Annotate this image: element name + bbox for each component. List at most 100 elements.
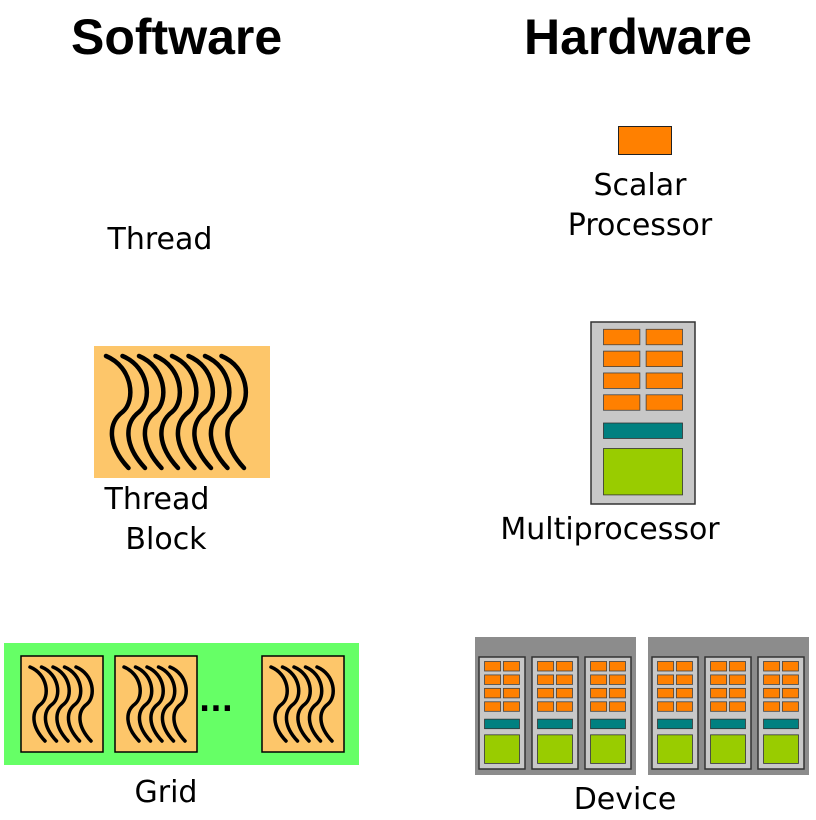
device-group-2-multiprocessor-2-scalar-processor-7 <box>710 701 728 712</box>
device-group-1-multiprocessor-2-scalar-processor-2 <box>555 661 573 672</box>
device-group-1-multiprocessor-1-scalar-processor-1 <box>484 661 502 672</box>
device-group-1-multiprocessor-2-teal-unit <box>537 718 573 730</box>
thread-block-thread-1 <box>103 353 133 471</box>
grid-block-3-thread-1 <box>269 665 289 743</box>
grid-block-3-thread-2 <box>280 665 301 743</box>
thread-block-label-line2: Block <box>125 522 207 557</box>
grid-block-1-thread-4 <box>62 665 83 743</box>
device-group-1-multiprocessor-3-scalar-processor-2 <box>608 661 626 672</box>
device-group-2-multiprocessor-2-scalar-processor-4 <box>728 674 746 685</box>
device-group-2-multiprocessor-1 <box>651 656 699 770</box>
multiprocessor-scalar-processor-6 <box>645 372 683 389</box>
scalar-processor-box <box>618 126 672 155</box>
grid-block-3-thread-4 <box>303 665 324 743</box>
grid-diagram <box>4 643 359 765</box>
grid-block-1 <box>20 655 104 753</box>
multiprocessor-shared-memory <box>603 448 683 496</box>
device-group-2-multiprocessor-3-scalar-processor-7 <box>763 701 781 712</box>
device-group-1-multiprocessor-3-scalar-processor-8 <box>608 701 626 712</box>
software-heading: Software <box>71 9 283 65</box>
device-group-1-multiprocessor-3-teal-unit <box>590 718 626 730</box>
thread-block-thread-4 <box>153 353 182 471</box>
device-group-2-multiprocessor-2-scalar-processor-2 <box>728 661 746 672</box>
device-group-2-multiprocessor-2-shared-memory <box>710 734 746 764</box>
grid-ellipsis: ... <box>198 684 234 719</box>
thread-block-thread-5 <box>169 353 199 471</box>
device-group-1-multiprocessor-1-scalar-processor-4 <box>502 674 520 685</box>
device-group-1-multiprocessor-2-scalar-processor-7 <box>537 701 555 712</box>
hardware-heading: Hardware <box>524 9 752 65</box>
device-group-1-multiprocessor-1-teal-unit <box>484 718 520 730</box>
grid-block-2 <box>114 655 198 753</box>
grid-block-3-thread-5 <box>315 665 335 743</box>
thread-block-thread-2 <box>120 353 149 471</box>
scalar-processor-label: Scalar Processor <box>555 166 725 246</box>
device-group-1-multiprocessor-1-shared-memory <box>484 734 520 764</box>
device-group-1-multiprocessor-2-scalar-processor-8 <box>555 701 573 712</box>
grid-label: Grid <box>134 775 198 810</box>
device-group-2-multiprocessor-2 <box>704 656 752 770</box>
device-label: Device <box>573 782 677 817</box>
device-group-2-multiprocessor-1-teal-unit <box>657 718 693 730</box>
device-group-1-multiprocessor-3-shared-memory <box>590 734 626 764</box>
thread-block-label: Thread Block <box>82 480 232 560</box>
grid-block-2-thread-2 <box>133 665 154 743</box>
device-group-2-multiprocessor-1-scalar-processor-8 <box>675 701 693 712</box>
device-group-1-multiprocessor-3 <box>584 656 632 770</box>
grid-block-2-thread-3 <box>145 665 165 743</box>
thread-block-thread-8 <box>219 353 248 471</box>
device-group-2-multiprocessor-1-scalar-processor-5 <box>657 687 675 699</box>
device-group-2-multiprocessor-2-scalar-processor-1 <box>710 661 728 672</box>
device-group-1-multiprocessor-2-scalar-processor-3 <box>537 674 555 685</box>
multiprocessor <box>590 321 696 505</box>
thread-block-thread-3 <box>136 353 166 471</box>
device-group-1-multiprocessor-1-scalar-processor-2 <box>502 661 520 672</box>
device-group-1-multiprocessor-2-scalar-processor-4 <box>555 674 573 685</box>
grid-block-1-thread-2 <box>39 665 60 743</box>
grid-block-3-thread-3 <box>292 665 312 743</box>
device-group-2-multiprocessor-3 <box>757 656 805 770</box>
multiprocessor-scalar-processor-4 <box>645 350 683 367</box>
thread-block-diagram <box>94 346 270 478</box>
device-group-1-multiprocessor-1-scalar-processor-5 <box>484 687 502 699</box>
grid-block-1-thread-1 <box>28 665 48 743</box>
device-group-1-multiprocessor-1-scalar-processor-6 <box>502 687 520 699</box>
device-group-2-multiprocessor-3-scalar-processor-2 <box>781 661 799 672</box>
multiprocessor-scalar-processor-8 <box>645 394 683 411</box>
device-group-2-multiprocessor-2-scalar-processor-8 <box>728 701 746 712</box>
multiprocessor-scalar-processor-3 <box>603 350 641 367</box>
device-group-2-multiprocessor-1-scalar-processor-1 <box>657 661 675 672</box>
grid-block-2-thread-1 <box>122 665 142 743</box>
device-group-2-multiprocessor-2-scalar-processor-5 <box>710 687 728 699</box>
device-group-1 <box>475 637 636 775</box>
device-group-1-multiprocessor-3-scalar-processor-6 <box>608 687 626 699</box>
scalar-processor-label-line2: Processor <box>567 208 713 243</box>
thread-block-thread-6 <box>186 353 215 471</box>
grid-block-3 <box>261 655 345 753</box>
device-group-2-multiprocessor-3-shared-memory <box>763 734 799 764</box>
device-group-1-multiprocessor-3-scalar-processor-7 <box>590 701 608 712</box>
device-group-1-multiprocessor-3-scalar-processor-4 <box>608 674 626 685</box>
device-group-1-multiprocessor-3-scalar-processor-3 <box>590 674 608 685</box>
device-group-2-multiprocessor-3-teal-unit <box>763 718 799 730</box>
multiprocessor-diagram <box>590 321 696 505</box>
thread-block-label-line1: Thread <box>104 482 210 517</box>
device-group-2 <box>648 637 809 775</box>
device-group-2-multiprocessor-3-scalar-processor-8 <box>781 701 799 712</box>
device-group-1-multiprocessor-3-scalar-processor-5 <box>590 687 608 699</box>
thread-block-thread-7 <box>202 353 232 471</box>
device-group-2-multiprocessor-1-shared-memory <box>657 734 693 764</box>
device-group-1-multiprocessor-2-scalar-processor-5 <box>537 687 555 699</box>
device-diagram <box>475 637 809 775</box>
grid-block-2-thread-5 <box>168 665 188 743</box>
grid-block-2-thread-4 <box>156 665 177 743</box>
multiprocessor-scalar-processor-1 <box>603 328 641 346</box>
multiprocessor-label: Multiprocessor <box>500 512 720 547</box>
device-group-2-multiprocessor-2-teal-unit <box>710 718 746 730</box>
device-group-2-multiprocessor-1-scalar-processor-4 <box>675 674 693 685</box>
device-group-2-multiprocessor-1-scalar-processor-3 <box>657 674 675 685</box>
scalar-processor-label-line1: Scalar <box>593 168 687 203</box>
device-group-2-multiprocessor-1-scalar-processor-7 <box>657 701 675 712</box>
device-group-1-multiprocessor-1-scalar-processor-3 <box>484 674 502 685</box>
device-group-1-multiprocessor-2-scalar-processor-6 <box>555 687 573 699</box>
